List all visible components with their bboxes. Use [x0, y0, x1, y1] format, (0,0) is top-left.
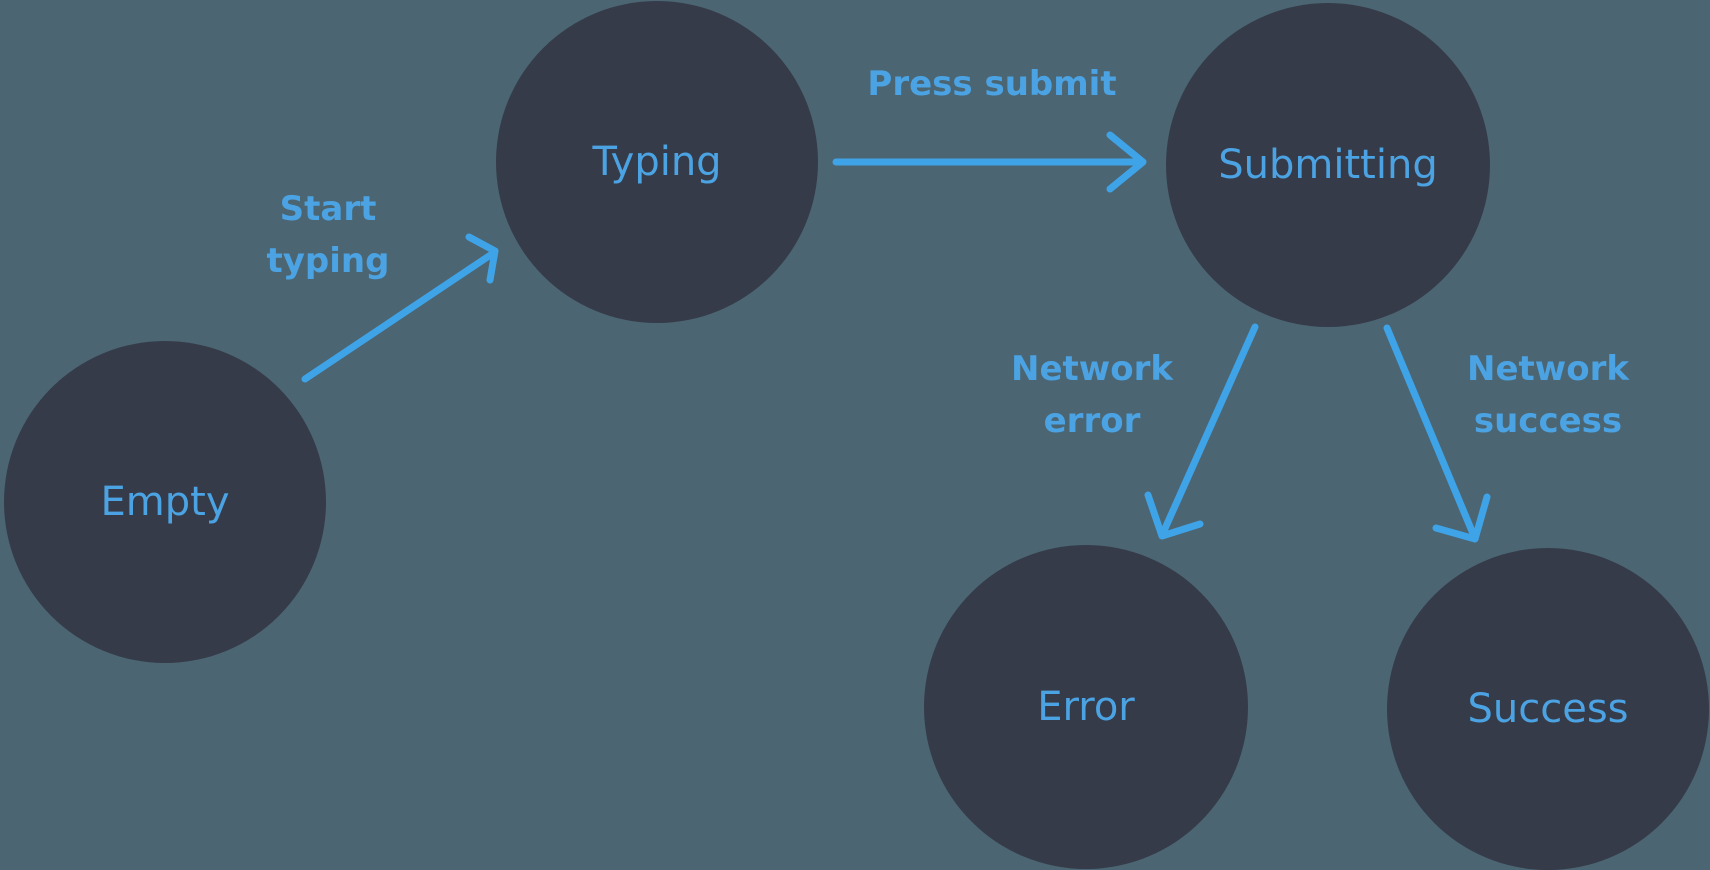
- transition-label-line: Network: [1467, 349, 1630, 389]
- transition-label-line: Press submit: [867, 64, 1116, 104]
- edge-network-error: [1144, 323, 1259, 540]
- transition-label-line: Network: [1011, 349, 1174, 389]
- state-circle-typing[interactable]: [496, 1, 818, 323]
- state-circle-success[interactable]: [1387, 548, 1709, 870]
- transition-label-line: error: [1044, 401, 1141, 441]
- edge-start-typing: [301, 233, 499, 383]
- network-success-arrow-head: [1432, 493, 1491, 543]
- transition-label-line: success: [1474, 401, 1622, 441]
- state-label-success: Success: [1467, 686, 1628, 732]
- start-typing-arrow-head: [465, 233, 499, 284]
- network-success-arrow-shaft: [1383, 324, 1478, 540]
- state-label-submitting: Submitting: [1218, 142, 1437, 188]
- state-label-typing: Typing: [591, 139, 721, 185]
- transition-label-press-submit: Press submit: [867, 64, 1116, 104]
- state-node-error[interactable]: Error: [924, 545, 1248, 869]
- state-circle-submitting[interactable]: [1166, 3, 1490, 327]
- state-node-submitting[interactable]: Submitting: [1166, 3, 1490, 327]
- state-node-empty[interactable]: Empty: [4, 341, 326, 663]
- transition-label-network-error: Network error: [1011, 349, 1174, 441]
- transition-label-line: Start: [280, 189, 377, 229]
- press-submit-arrow-head: [1106, 131, 1147, 193]
- edge-network-success: [1383, 324, 1491, 543]
- edge-press-submit: [832, 131, 1147, 193]
- state-circle-empty[interactable]: [4, 341, 326, 663]
- state-node-success[interactable]: Success: [1387, 548, 1709, 870]
- network-error-arrow-shaft: [1159, 323, 1259, 537]
- transition-label-line: typing: [267, 241, 390, 281]
- transition-label-start-typing: Start typing: [267, 189, 390, 281]
- network-error-arrow-head: [1144, 491, 1204, 540]
- state-label-empty: Empty: [101, 479, 230, 525]
- start-typing-arrow-shaft: [301, 250, 496, 383]
- state-circle-error[interactable]: [924, 545, 1248, 869]
- state-node-typing[interactable]: Typing: [496, 1, 818, 323]
- transition-label-network-success: Network success: [1467, 349, 1630, 441]
- state-label-error: Error: [1037, 684, 1135, 730]
